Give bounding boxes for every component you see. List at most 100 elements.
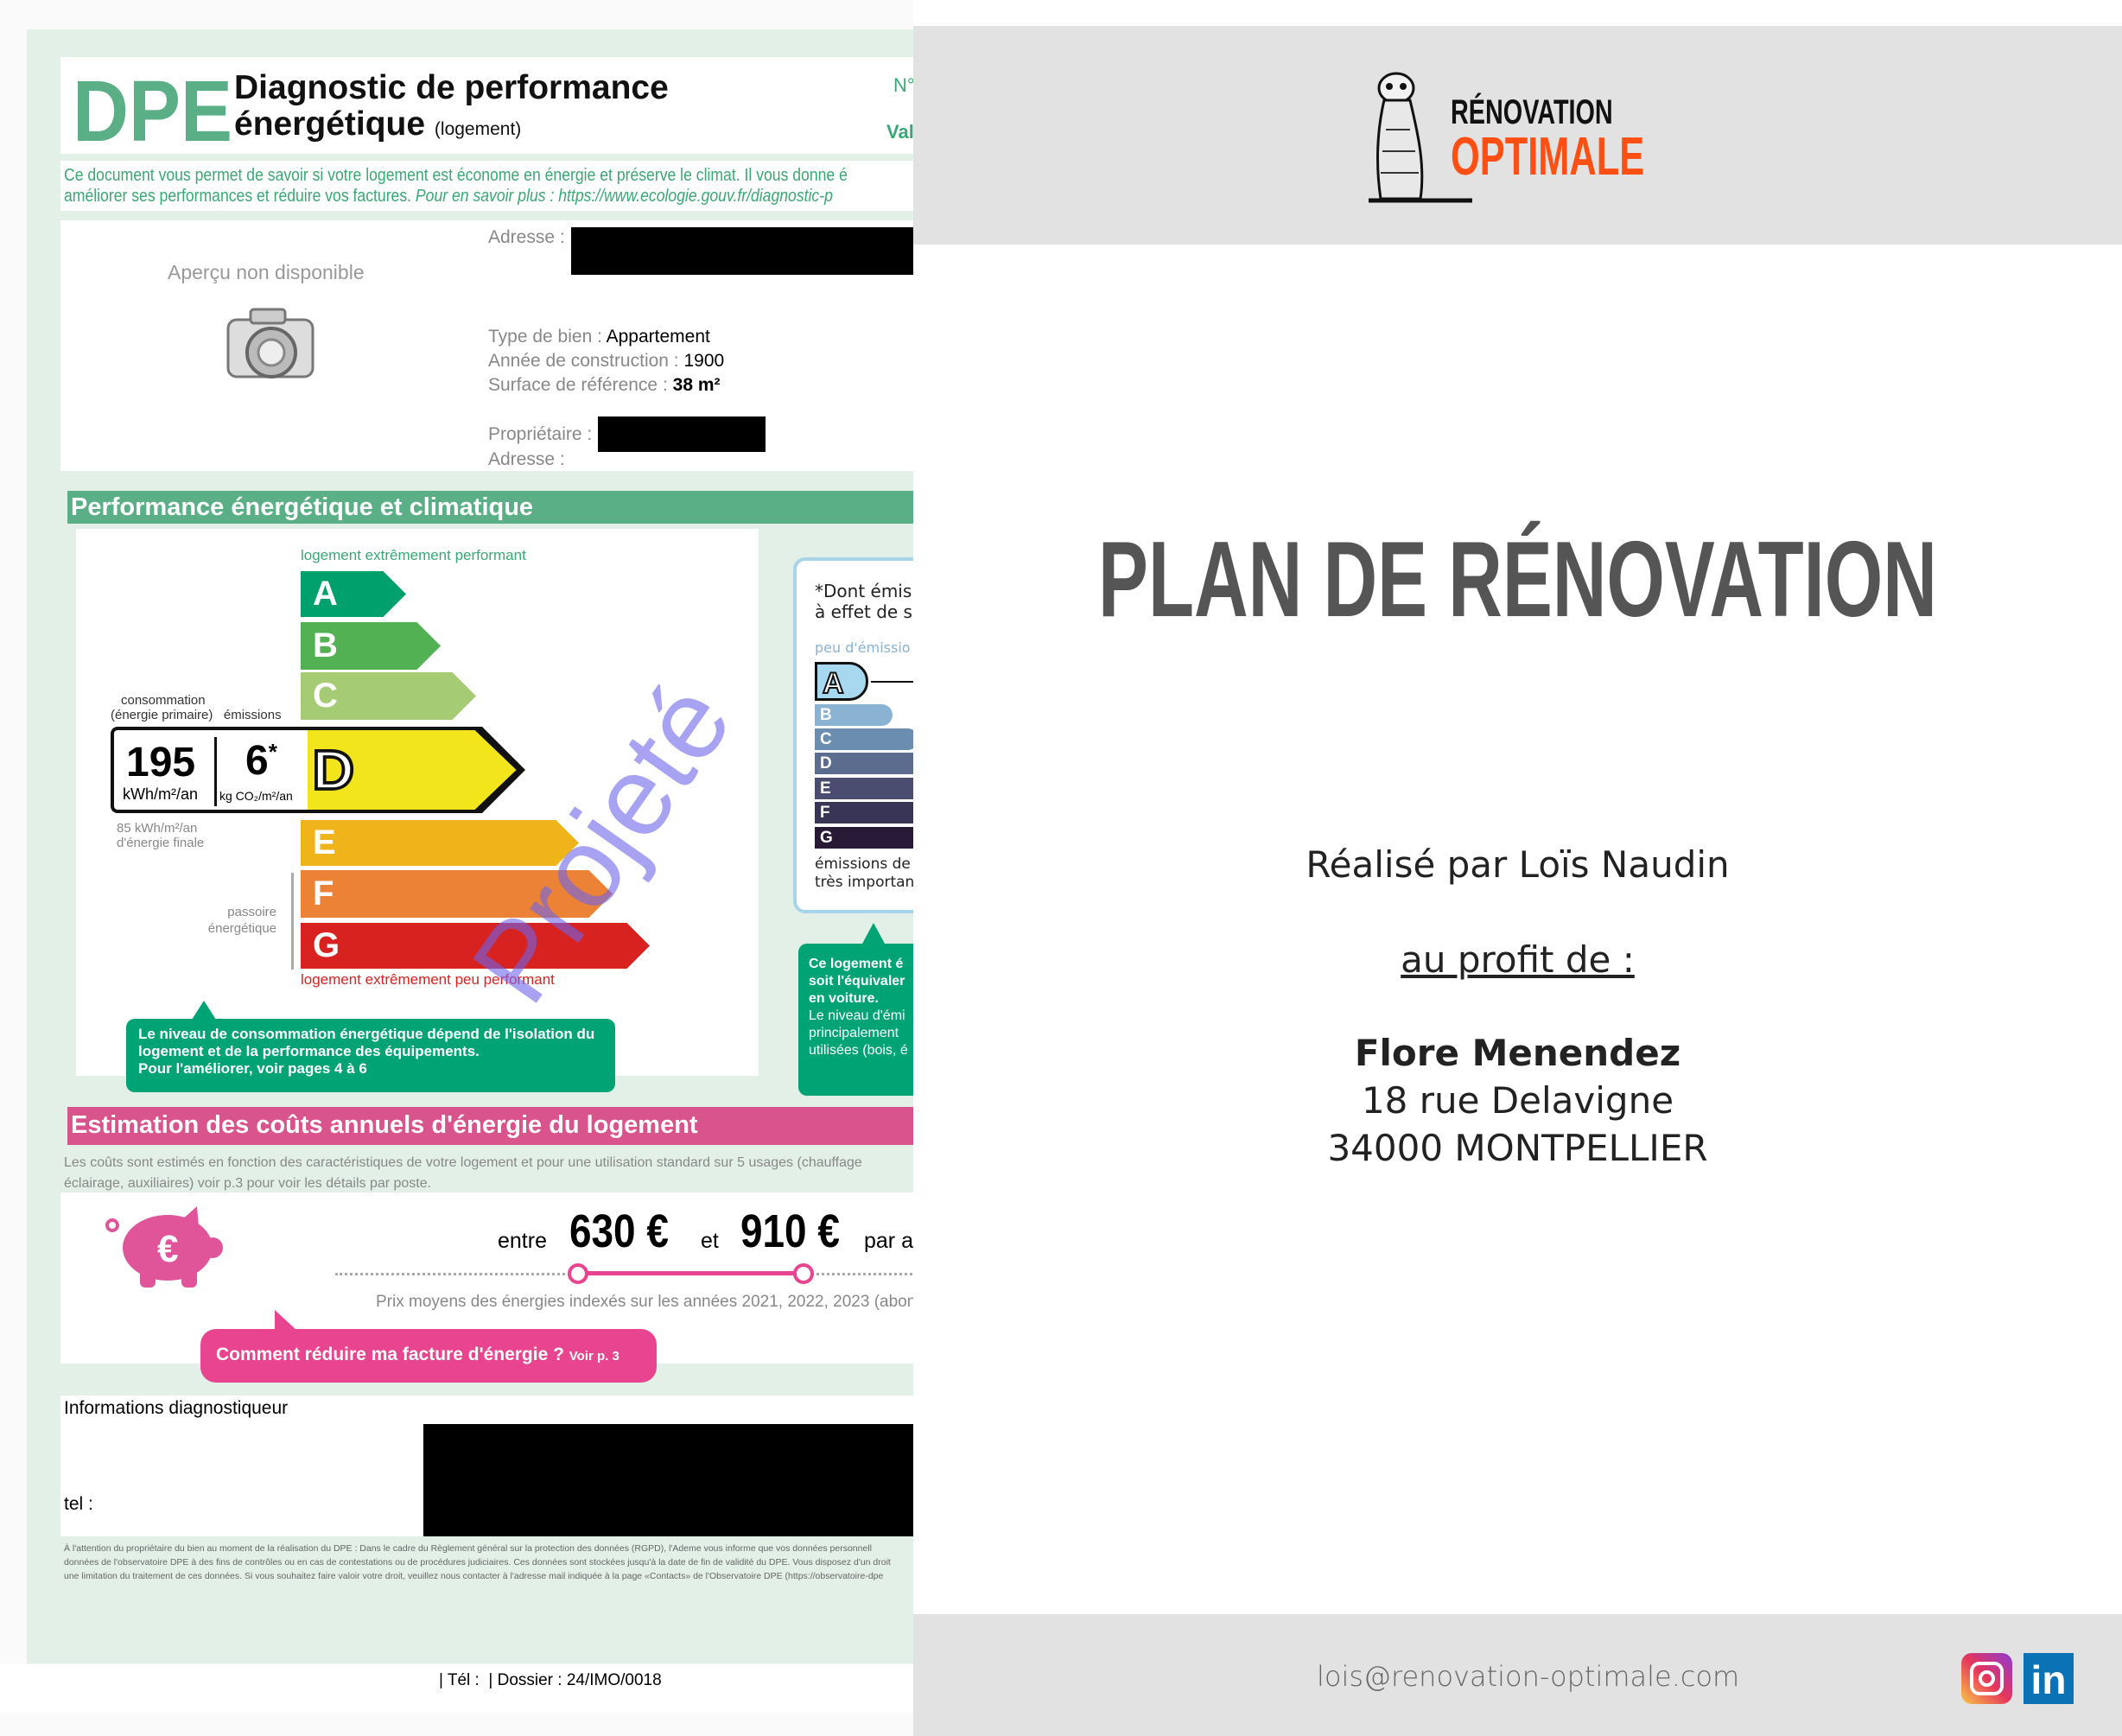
cost-heading: Estimation des coûts annuels d'énergie d… — [71, 1111, 698, 1139]
consumption-value: 195 — [126, 740, 196, 785]
co2-class-c: C — [815, 728, 913, 750]
linkedin-icon[interactable]: in — [2024, 1653, 2074, 1704]
client-city: 34000 MONTPELLIER — [1327, 1127, 1708, 1169]
and-label: et — [701, 1229, 719, 1253]
diagnostician-heading: Informations diagnostiqueur — [64, 1398, 289, 1418]
callout-line: logement et de la performance des équipe… — [138, 1043, 480, 1059]
emissions-label: émissions — [223, 708, 282, 722]
energy-class-g: G — [301, 923, 650, 969]
co2-callout-line: principalement — [809, 1026, 899, 1040]
contact-email[interactable]: lois@renovation-optimale.com — [1317, 1660, 1740, 1693]
author: Réalisé par Loïs Naudin — [1306, 843, 1730, 886]
intro-text-2: améliorer ses performances et réduire vo… — [64, 187, 833, 207]
per-year-label: par an — [864, 1229, 913, 1253]
passoire-bracket — [291, 873, 294, 970]
cost-max-marker — [793, 1263, 814, 1284]
co2-note-1: *Dont émis — [815, 581, 912, 601]
dpe-title-1: Diagnostic de performance — [234, 69, 669, 106]
energy-class-letter: C — [313, 677, 338, 715]
preview-unavailable: Aperçu non disponible — [168, 261, 365, 283]
consumption-label: consommation — [121, 693, 206, 708]
instagram-icon[interactable] — [1961, 1653, 2012, 1704]
surface-value: 38 m² — [672, 375, 721, 395]
type-value: Appartement — [606, 327, 710, 347]
co2-class-letter: E — [820, 779, 831, 798]
piggy-bank-icon: € — [105, 1206, 223, 1288]
intro-box — [60, 161, 913, 211]
property-details: Type de bien : Appartement Année de cons… — [488, 325, 724, 397]
co2-bottom-1: émissions de — [815, 855, 911, 873]
client-name: Flore Menendez — [1354, 1032, 1681, 1074]
cost-max: 910 € — [740, 1205, 840, 1257]
client-street: 18 rue Delavigne — [1361, 1079, 1674, 1122]
passoire-line2: énergétique — [207, 921, 276, 936]
prices-note: Prix moyens des énergies indexés sur les… — [376, 1293, 913, 1311]
dpe-document: DPE Diagnostic de performance énergétiqu… — [0, 0, 913, 1736]
cost-description: Les coûts sont estimés en fonction des c… — [64, 1153, 862, 1194]
co2-class-letter: C — [820, 730, 832, 748]
intro-text-2a: améliorer ses performances et réduire vo… — [64, 187, 412, 206]
owner-address-label: Adresse : — [488, 449, 565, 469]
co2-class-letter: D — [820, 754, 832, 773]
cover-header — [913, 26, 2122, 245]
passoire-line1: passoire — [227, 905, 276, 919]
svg-text:€: € — [157, 1228, 178, 1270]
cost-range-fill — [578, 1271, 804, 1275]
co2-class-b: B — [815, 704, 893, 726]
energy-class-letter: D — [312, 739, 354, 801]
final-energy-label: d'énergie finale — [117, 836, 205, 850]
cover-footer — [913, 1614, 2122, 1736]
emissions-star: * — [268, 739, 277, 765]
address-label: Adresse : — [488, 227, 565, 247]
dpe-logo: DPE — [73, 63, 233, 160]
callout-line: Le niveau de consommation énergétique dé… — [138, 1026, 595, 1042]
callout-line: Pour l'améliorer, voir pages 4 à 6 — [138, 1060, 367, 1077]
co2-callout-pointer — [862, 923, 885, 944]
energy-class-a: A — [301, 571, 406, 617]
co2-bottom-2: très important — [815, 874, 913, 891]
value-labels: consommation (énergie primaire) émission… — [111, 693, 318, 722]
intro-link[interactable]: Pour en savoir plus : https://www.ecolog… — [415, 187, 833, 206]
co2-class-line — [871, 681, 913, 683]
co2-callout-line: utilisées (bois, é — [809, 1043, 908, 1058]
callout-pointer — [192, 1001, 216, 1020]
energy-class-letter: A — [313, 575, 338, 613]
co2-callout-line: Ce logement é — [809, 957, 904, 971]
co2-class-letter: G — [820, 829, 833, 847]
consumption-sublabel: (énergie primaire) — [111, 708, 213, 722]
cost-min-marker — [568, 1263, 588, 1284]
surface-row: Surface de référence : 38 m² — [488, 373, 724, 397]
energy-class-letter: E — [313, 823, 336, 862]
surface-label: Surface de référence : — [488, 375, 668, 395]
co2-class-g: G — [815, 827, 913, 849]
gdpr-notice: À l'attention du propriétaire du bien au… — [64, 1542, 891, 1583]
cover-page: RÉNOVATION OPTIMALE PLAN DE RÉNOVATION R… — [913, 0, 2122, 1736]
type-label: Type de bien : — [488, 327, 602, 347]
tel-label: tel : — [64, 1494, 93, 1514]
emissions-value: 6* — [245, 737, 277, 785]
performance-band — [67, 491, 913, 524]
gdpr-line: données de l'observatoire DPE à des fins… — [64, 1557, 891, 1567]
co2-callout-line: soit l'équivaler — [809, 974, 905, 989]
energy-class-b: B — [301, 622, 441, 670]
camera-icon — [226, 308, 314, 378]
type-row: Type de bien : Appartement — [488, 325, 724, 349]
between-label: entre — [498, 1229, 547, 1253]
co2-class-letter: F — [820, 804, 830, 822]
beneficiary-label: au profit de : — [1401, 938, 1635, 981]
reduce-bill-link[interactable]: Comment réduire ma facture d'énergie ? V… — [200, 1329, 657, 1383]
co2-class-letter: B — [820, 706, 832, 724]
gdpr-line: une limitation du traitement de ces donn… — [64, 1571, 884, 1581]
cover-title: PLAN DE RÉNOVATION — [1098, 520, 1937, 639]
brand-line1: RÉNOVATION — [1451, 93, 1613, 131]
cost-desc-1: Les coûts sont estimés en fonction des c… — [64, 1155, 862, 1170]
co2-class-letter: A — [822, 666, 845, 701]
emissions-number: 6 — [245, 738, 269, 784]
dpe-header — [60, 57, 913, 154]
document-footer — [0, 1664, 913, 1713]
dpe-title-2: énergétique (logement) — [234, 105, 521, 143]
redacted-address — [571, 227, 913, 275]
